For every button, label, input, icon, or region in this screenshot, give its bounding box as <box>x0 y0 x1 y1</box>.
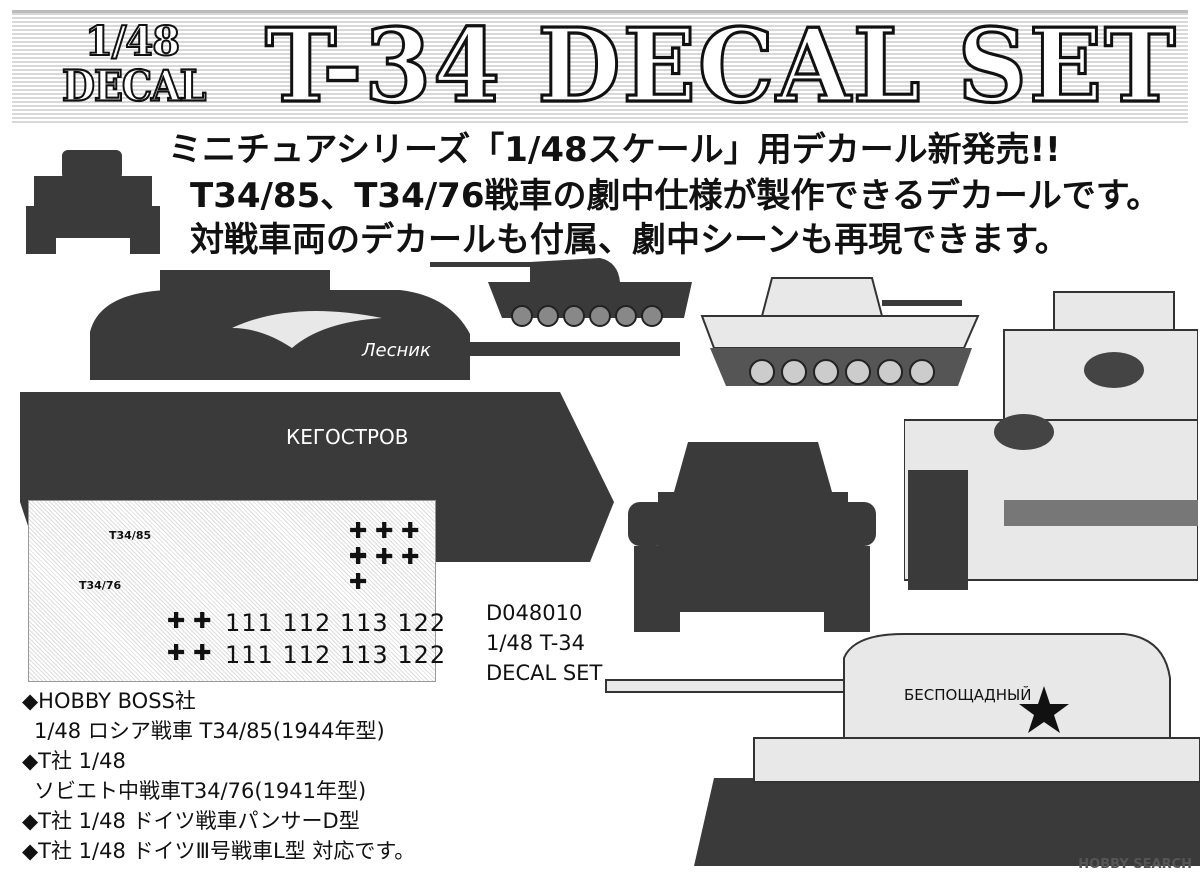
t34-76-side-illustration: БЕСПОЩАДНЫЙ <box>605 633 1200 866</box>
cross-marking-group-2: ✚ ✚ ✚ ✚ <box>349 545 420 595</box>
cross-marking-group-4: ✚ ✚ <box>167 641 212 666</box>
scale-line-2: DECAL <box>61 60 207 111</box>
red-star-icon <box>1019 686 1069 733</box>
scale-line-1: 1/48 <box>84 18 181 65</box>
compat-item-maker: ◆T社 1/48 <box>22 749 126 773</box>
decal-number-row-1: 111 112 113 122 <box>225 609 447 637</box>
compat-item-detail: 1/48 ロシア戦車 T34/85(1944年型) <box>34 719 385 743</box>
cross-marking-group-1: ✚ ✚ ✚ ✚ <box>349 519 420 569</box>
compatibility-list: ◆HOBBY BOSS社 1/48 ロシア戦車 T34/85(1944年型) ◆… <box>22 686 415 866</box>
panzer-front-illustration <box>26 150 160 254</box>
description-line-1: ミニチュアシリーズ「1/48スケール」用デカール新発売!! <box>168 130 1061 170</box>
decal-label-t34-85: T34/85 <box>109 529 152 542</box>
decal-number-row-2: 111 112 113 122 <box>225 641 447 669</box>
product-info: D048010 1/48 T-34 DECAL SET <box>486 598 602 688</box>
panzer-iii-front-illustration <box>904 291 1198 590</box>
description-line-2: T34/85、T34/76戦車の劇中仕様が製作できるデカールです。 <box>190 176 1161 216</box>
compat-item-maker: ◆HOBBY BOSS社 <box>22 689 196 713</box>
page-title: T-34 DECAL SET <box>264 6 1178 126</box>
decal-sheet-sample: T34/85 T34/76 ✚ ✚ ✚ ✚ ✚ ✚ ✚ ✚ ✚ ✚ ✚ ✚ 11… <box>28 500 445 682</box>
product-code: D048010 <box>486 601 583 625</box>
product-name-line-2: DECAL SET <box>486 661 603 685</box>
scale-badge: 1/48 DECAL <box>61 18 207 111</box>
t34-85-hull-marking: КЕГОСТРОВ <box>286 425 408 449</box>
watermark: HOBBY SEARCH <box>1078 857 1192 872</box>
t34-85-turret-marking: Лесник <box>361 340 431 361</box>
header-band <box>12 10 1188 123</box>
compat-item-maker: ◆T社 1/48 ドイツⅢ号戦車L型 対応です。 <box>22 839 416 863</box>
cross-marking-group-3: ✚ ✚ <box>167 609 212 634</box>
decal-label-t34-76: T34/76 <box>79 579 122 592</box>
compat-item-detail: ソビエト中戦車T34/76(1941年型) <box>34 779 367 803</box>
t34-front-illustration <box>628 442 876 632</box>
product-name-line-1: 1/48 T-34 <box>486 631 586 655</box>
t34-76-turret-marking: БЕСПОЩАДНЫЙ <box>904 685 1031 704</box>
panzer-iii-side-illustration <box>700 277 980 386</box>
panther-side-illustration <box>430 258 692 327</box>
description-line-3: 対戦車両のデカールも付属、劇中シーンも再現できます。 <box>190 220 1069 260</box>
compat-item-maker: ◆T社 1/48 ドイツ戦車パンサーD型 <box>22 809 360 833</box>
